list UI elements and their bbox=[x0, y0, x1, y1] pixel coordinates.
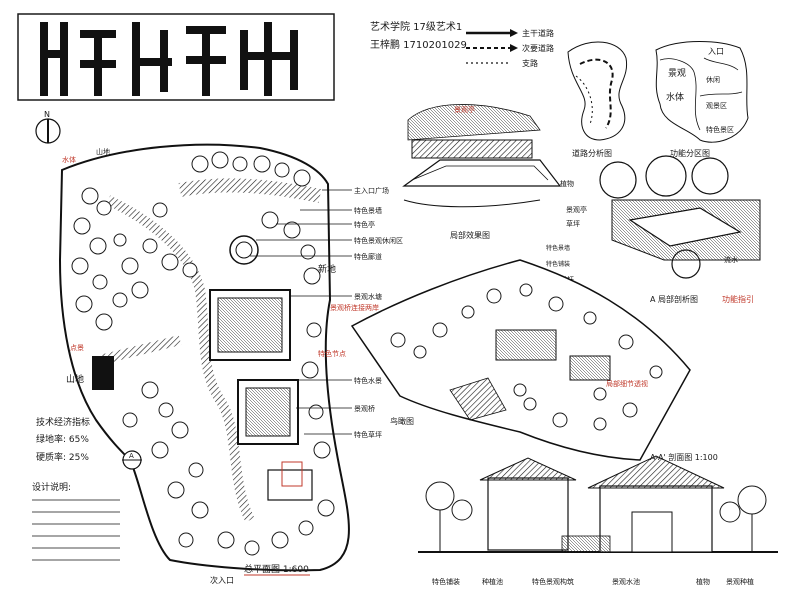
zone-feature: 特色景区 bbox=[706, 125, 734, 134]
design-note-title: 设计说明: bbox=[32, 481, 71, 493]
zone-entrance: 入口 bbox=[708, 47, 724, 56]
axon-label-3: 特色景墙 bbox=[546, 244, 570, 252]
callout-6: 特色水景 bbox=[354, 376, 382, 385]
secondary-entrance-label: 次入口 bbox=[210, 575, 234, 585]
school-class: 艺术学院 17级艺术1 bbox=[370, 20, 462, 33]
callout-8: 特色草坪 bbox=[354, 430, 382, 439]
axon-label-2: 草坪 bbox=[566, 219, 580, 228]
tech-title: 技术经济指标 bbox=[36, 416, 90, 428]
north-arrow-icon bbox=[35, 118, 61, 144]
section-label-4: 植物 bbox=[696, 577, 710, 586]
callout-1: 特色景墙 bbox=[354, 206, 382, 215]
function-title: 功能分区图 bbox=[670, 148, 710, 158]
axon-red-label: 功能指引 bbox=[722, 294, 754, 304]
north-label: N bbox=[44, 110, 50, 119]
student-info: 艺术学院 17级艺术1 王梓鹏 1710201029 bbox=[370, 20, 467, 51]
section-marker-label: A bbox=[129, 452, 134, 460]
student-name: 王梓鹏 1710201029 bbox=[370, 38, 467, 51]
red-note-0: 景观桥连接两岸 bbox=[330, 303, 379, 312]
function-zoning: 入口 景观 休闲 水体 观景区 特色景区 功能分区图 bbox=[655, 41, 749, 158]
new-land-label: 新地 bbox=[318, 263, 336, 275]
axon-label-4: 特色铺装 bbox=[546, 260, 570, 268]
title-block bbox=[17, 13, 335, 101]
design-note-box: 设计说明: bbox=[32, 481, 120, 561]
callout-2: 特色亭 bbox=[354, 220, 375, 229]
callout-3: 特色景观休闲区 bbox=[354, 236, 403, 245]
road-legend: 主干道路 次要道路 支路 bbox=[466, 28, 554, 68]
axon-detail: 植物 景观亭 草坪 特色景墙 特色铺装 栏杆 流水 A 局部剖析图 功能指引 bbox=[546, 155, 761, 304]
axon-label-6: 流水 bbox=[724, 255, 738, 264]
node-view-title: 局部效果图 bbox=[450, 230, 490, 240]
axon-label-0: 植物 bbox=[560, 179, 574, 188]
node-perspective: 景观亭 局部效果图 bbox=[402, 104, 562, 240]
master-plan: N bbox=[32, 110, 403, 585]
callout-0: 主入口广场 bbox=[354, 186, 389, 195]
red-note-2: 点景 bbox=[70, 344, 84, 352]
bird-red-label: 局部细节透视 bbox=[606, 379, 648, 388]
tech-green: 绿地率: 65% bbox=[36, 433, 89, 445]
legend-secondary-road: 次要道路 bbox=[522, 43, 554, 53]
plan-trees bbox=[71, 151, 335, 556]
left-slope-label: 山地 bbox=[66, 373, 84, 385]
title-lettering bbox=[40, 22, 298, 96]
callout-4: 特色廊道 bbox=[354, 252, 382, 261]
red-note-1: 特色节点 bbox=[318, 349, 346, 358]
zone-landscape: 景观 bbox=[668, 68, 686, 79]
callout-5: 景观水塘 bbox=[354, 292, 382, 301]
water-note: 水体 bbox=[62, 155, 76, 164]
plan-title: 总平面图 1:600 bbox=[244, 563, 309, 575]
circulation-title: 道路分析图 bbox=[572, 148, 612, 158]
slope-note: 山地 bbox=[96, 147, 110, 156]
zone-viewing: 观景区 bbox=[706, 102, 727, 110]
circulation-analysis: 道路分析图 bbox=[567, 41, 628, 158]
section-title: A-A' 剖面图 1:100 bbox=[650, 452, 718, 462]
section-label-1: 种植池 bbox=[482, 577, 503, 586]
section-label-2: 特色景观构筑 bbox=[532, 577, 574, 586]
bird-eye-view: 鸟瞰图 局部细节透视 bbox=[350, 259, 691, 461]
callout-7: 景观桥 bbox=[354, 404, 375, 413]
section-label-0: 特色铺装 bbox=[432, 577, 460, 586]
section-marker bbox=[122, 450, 142, 470]
axon-title: A 局部剖析图 bbox=[650, 294, 698, 304]
tech-hard: 硬质率: 25% bbox=[36, 451, 89, 463]
zone-water: 水体 bbox=[666, 91, 684, 103]
bird-title: 鸟瞰图 bbox=[390, 416, 414, 426]
node-red-label: 景观亭 bbox=[454, 105, 475, 114]
section-label-5: 景观种植 bbox=[726, 577, 754, 586]
axon-label-1: 景观亭 bbox=[566, 205, 587, 214]
legend-main-road: 主干道路 bbox=[522, 28, 554, 38]
legend-path: 支路 bbox=[522, 58, 538, 68]
zone-leisure: 休闲 bbox=[706, 75, 720, 84]
section-elevation: A-A' 剖面图 1:100 特色铺装 种植池 特色景观构筑 景观水池 植物 景… bbox=[418, 452, 778, 586]
section-label-3: 景观水池 bbox=[612, 577, 640, 586]
